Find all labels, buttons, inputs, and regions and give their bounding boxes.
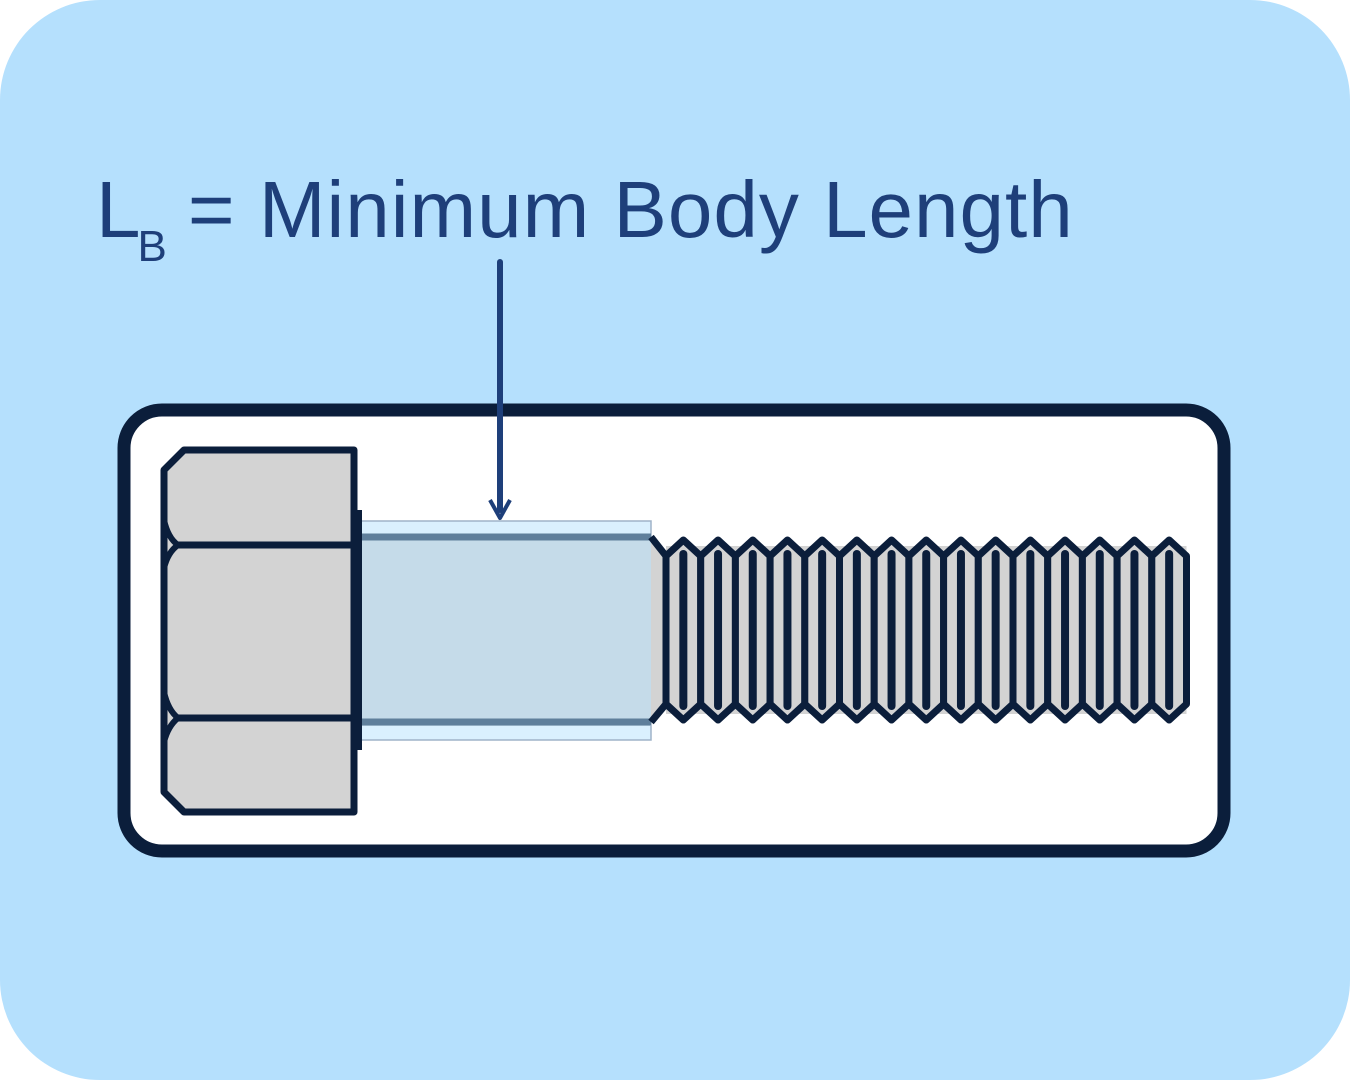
diagram-title: LB = Minimum Body Length [96, 160, 1074, 271]
title-symbol: L [96, 165, 142, 254]
bolt-head [160, 446, 362, 816]
title-subscript: B [137, 222, 168, 271]
body-length-arrow [488, 259, 512, 520]
bolt-body [360, 534, 651, 726]
title-equals: = [187, 165, 236, 254]
title-text: Minimum Body Length [258, 165, 1074, 254]
bolt-threads [648, 534, 1190, 725]
